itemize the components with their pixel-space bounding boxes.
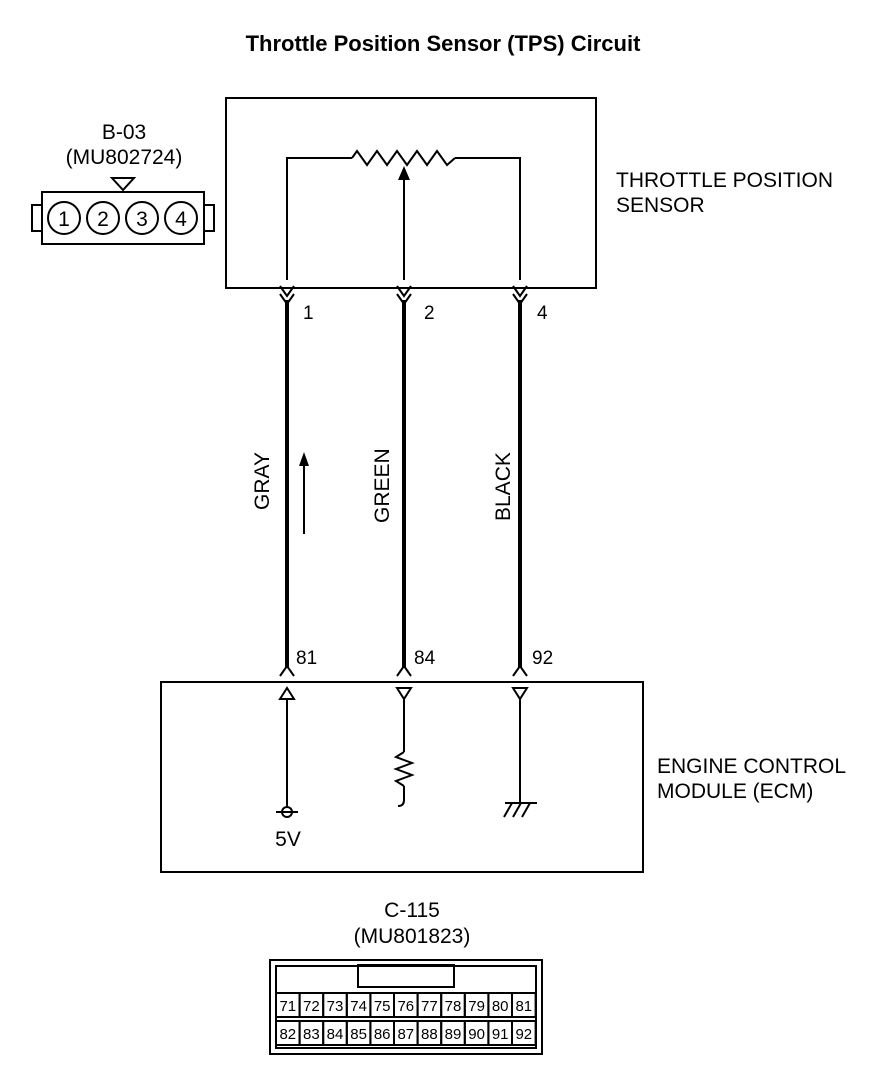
connector-b03-pin-4-label: 4 (175, 208, 187, 231)
c115-pin-73-label: 73 (327, 998, 344, 1015)
connector-c115-grid: 71 72 73 74 75 76 77 78 79 80 81 82 83 84 85 86 87 88 89 90… (275, 992, 537, 1046)
c115-pin-84-label: 84 (327, 1026, 344, 1043)
resistor-icon (393, 751, 415, 787)
c115-pin-91-label: 91 (492, 1026, 509, 1043)
c115-pin-90-label: 90 (468, 1026, 485, 1043)
c115-pin-78-label: 78 (445, 998, 462, 1015)
connector-b03-pin-2-label: 2 (97, 208, 109, 231)
c115-cell-81 (511, 992, 537, 1018)
c115-pin-88-label: 88 (421, 1026, 438, 1043)
ecm-block: ENGINE CONTROL MODULE (ECM) 5V (160, 681, 846, 873)
wire-green: GREEN (371, 300, 406, 668)
connector-c115: C-115 (MU801823) 71 72 73 74 75 76 77 78 79 80 81 8… (269, 899, 543, 1055)
ecm-pin-92-label: 92 (532, 648, 553, 669)
c115-pin-81-label: 81 (515, 998, 532, 1015)
sensor-internal-wire-right (455, 157, 521, 280)
connector-b03: B-03 (MU802724) 1 2 3 4 (31, 121, 215, 245)
wire-gray-label: GRAY (251, 452, 274, 510)
c115-pin-75-label: 75 (374, 998, 391, 1015)
c115-pin-77-label: 77 (421, 998, 438, 1015)
wire-black: BLACK (492, 300, 522, 668)
ecm-box (160, 681, 644, 873)
connector-b03-pin-3: 3 (125, 201, 159, 235)
ecm-terminal-92-icon (512, 664, 528, 677)
c115-pin-89-label: 89 (445, 1026, 462, 1043)
wire-black-label: BLACK (492, 452, 515, 521)
c115-pin-92-label: 92 (515, 1026, 532, 1043)
sensor-name-line2: SENSOR (616, 194, 705, 217)
sensor-pin-1-label: 1 (303, 303, 314, 324)
signal-direction-arrow-icon (299, 452, 309, 466)
connector-b03-pin-1: 1 (47, 201, 81, 235)
connector-b03-pin-4: 4 (164, 201, 198, 235)
connector-c115-part: (MU801823) (354, 925, 471, 948)
sensor-pin-4-label: 4 (537, 303, 548, 324)
connector-c115-latch (357, 964, 455, 988)
ecm-pin-84-label: 84 (414, 648, 436, 669)
connector-b03-pin-2: 2 (86, 201, 120, 235)
c115-pin-83-label: 83 (303, 1026, 320, 1043)
connector-b03-pin-1-label: 1 (58, 208, 70, 231)
wiper-arrow-icon (398, 166, 410, 180)
connector-b03-right-tab (203, 204, 215, 232)
resistor-lead (397, 786, 405, 807)
connector-c115-id: C-115 (384, 899, 440, 922)
ecm-terminal-84-icon (396, 664, 412, 677)
sensor-internal-wire-left (286, 157, 352, 280)
diagram-title: Throttle Position Sensor (TPS) Circuit (246, 31, 641, 56)
c115-pin-82-label: 82 (279, 1026, 296, 1043)
ecm-name-line1: ENGINE CONTROL (657, 755, 846, 778)
sensor-box (225, 97, 597, 289)
ecm-name-line2: MODULE (ECM) (657, 780, 813, 803)
ecm-input-84-icon (395, 687, 413, 701)
ecm-terminal-81-icon (279, 664, 295, 677)
c115-pin-85-label: 85 (350, 1026, 367, 1043)
wire-gray: GRAY (251, 300, 309, 668)
c115-pin-72-label: 72 (303, 998, 320, 1015)
connector-b03-part: (MU802724) (66, 146, 183, 169)
ecm-input-81-icon (278, 686, 296, 700)
supply-voltage-label: 5V (275, 828, 301, 851)
connector-b03-pin-3-label: 3 (136, 208, 148, 231)
c115-pin-87-label: 87 (397, 1026, 414, 1043)
ground-icon (503, 802, 537, 818)
c115-cell-92 (511, 1020, 537, 1046)
c115-pin-86-label: 86 (374, 1026, 391, 1043)
connector-b03-id: B-03 (102, 121, 146, 144)
potentiometer-icon (351, 149, 456, 167)
ecm-input-92-icon (511, 687, 529, 701)
sensor-name-line1: THROTTLE POSITION (616, 169, 833, 192)
c115-pin-74-label: 74 (350, 998, 367, 1015)
c115-pin-76-label: 76 (397, 998, 414, 1015)
connector-b03-left-tab (31, 204, 43, 232)
connector-b03-key-icon (109, 177, 137, 192)
sensor-block: THROTTLE POSITION SENSOR 1 2 4 (225, 97, 833, 324)
connector-c115-body (269, 959, 543, 1055)
c115-pin-79-label: 79 (468, 998, 485, 1015)
sensor-pin-2-label: 2 (424, 303, 435, 324)
c115-pin-80-label: 80 (492, 998, 509, 1015)
wire-green-label: GREEN (371, 448, 394, 523)
ecm-pin-81-label: 81 (296, 648, 317, 669)
c115-pin-71-label: 71 (279, 998, 296, 1015)
